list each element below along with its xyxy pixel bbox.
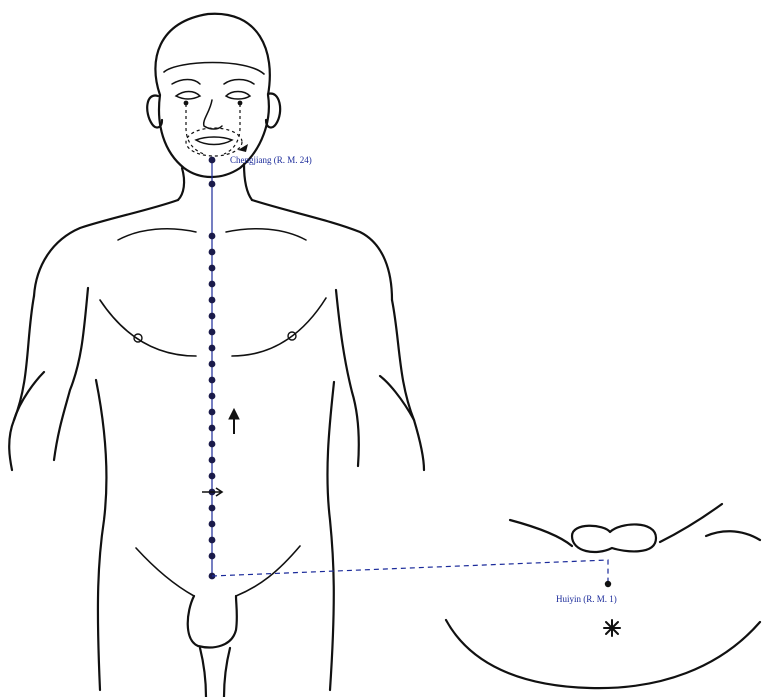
meridian-acupoint-dot bbox=[209, 361, 216, 368]
perineum-thigh-right-lower bbox=[706, 531, 760, 540]
meridian-acupoint-dot bbox=[209, 313, 216, 320]
meridian-acupoint-dot bbox=[209, 409, 216, 416]
meridian-acupoint-dot bbox=[209, 441, 216, 448]
right-arm-inner bbox=[336, 290, 359, 466]
acupoint-dot-icon bbox=[184, 101, 189, 106]
meridian-acupoint-dot bbox=[209, 329, 216, 336]
neck-right bbox=[244, 164, 252, 200]
hairline bbox=[164, 63, 264, 75]
right-eye bbox=[226, 92, 250, 100]
meridian-acupoint-dot bbox=[209, 457, 216, 464]
left-arm-outer bbox=[9, 296, 34, 470]
left-arm-inner bbox=[54, 288, 88, 460]
scrotum-outline bbox=[572, 524, 656, 552]
meridian-acupoint-dot bbox=[209, 297, 216, 304]
facial-branch-right bbox=[224, 104, 240, 154]
nose bbox=[204, 100, 222, 129]
meridian-acupoint-dot bbox=[209, 505, 216, 512]
left-eyebrow bbox=[172, 80, 200, 85]
meridian-acupoint-dot bbox=[209, 157, 216, 164]
inguinal-left bbox=[136, 548, 194, 596]
right-forearm bbox=[380, 376, 414, 420]
facial-branch-left bbox=[186, 104, 204, 154]
face-features bbox=[172, 80, 254, 145]
meridian-acupoint-dot bbox=[209, 377, 216, 384]
meridian-acupoint-dot bbox=[209, 537, 216, 544]
right-pectoral bbox=[232, 298, 326, 356]
clavicle-right bbox=[226, 229, 306, 240]
mouth-ring bbox=[186, 128, 242, 156]
inguinal-right bbox=[236, 546, 300, 596]
meridian-acupoint-dot bbox=[209, 233, 216, 240]
huiyin-point-dot bbox=[605, 581, 611, 587]
meridian-acupoint-dot bbox=[209, 473, 216, 480]
upward-arrow-icon bbox=[229, 409, 239, 434]
left-leg-inner bbox=[200, 648, 206, 697]
left-forearm bbox=[14, 372, 44, 420]
meridian-acupoint-dot bbox=[209, 393, 216, 400]
torso-left bbox=[96, 380, 106, 690]
connector-dashed-line bbox=[212, 560, 608, 582]
right-eyebrow bbox=[224, 80, 254, 85]
neck-left bbox=[178, 168, 184, 200]
right-arm-outer bbox=[392, 300, 424, 470]
huiyin-label: Huiyin (R. M. 1) bbox=[556, 594, 617, 604]
buttocks-outline bbox=[446, 620, 760, 688]
meridian-acupoint-dot bbox=[209, 521, 216, 528]
right-shoulder bbox=[252, 200, 392, 300]
meridian-acupoint-dot bbox=[209, 281, 216, 288]
head-outline bbox=[155, 14, 269, 177]
body-outline bbox=[9, 14, 424, 697]
meridian-acupoint-dot bbox=[209, 425, 216, 432]
left-shoulder bbox=[34, 200, 178, 296]
star-mark-icon bbox=[604, 620, 620, 636]
clavicle-left bbox=[118, 229, 196, 240]
right-leg-inner bbox=[224, 648, 230, 697]
chengjiang-label: Chengjiang (R. M. 24) bbox=[230, 155, 312, 165]
meridian-acupoint-dot bbox=[209, 553, 216, 560]
left-pectoral bbox=[100, 300, 196, 356]
meridian-acupoint-dot bbox=[209, 345, 216, 352]
acupoint-dot-icon bbox=[238, 101, 243, 106]
mouth bbox=[196, 137, 232, 145]
meridian-acupoint-dot bbox=[209, 249, 216, 256]
meridian-acupoint-dot bbox=[209, 265, 216, 272]
torso-right bbox=[327, 382, 334, 690]
perineum-thigh-left bbox=[510, 520, 572, 546]
left-eye bbox=[176, 92, 200, 100]
genital-outline bbox=[188, 596, 237, 647]
meridian-acupoint-dot bbox=[209, 181, 216, 188]
perineum-thigh-right bbox=[660, 504, 722, 542]
facial-branches bbox=[186, 104, 242, 156]
